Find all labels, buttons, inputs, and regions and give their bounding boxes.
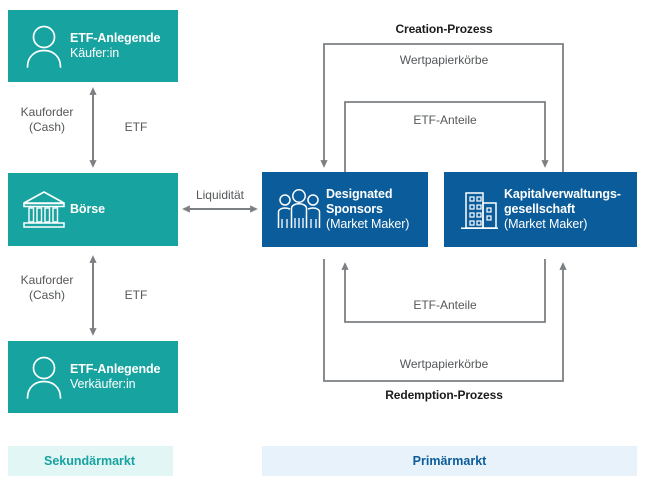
person-icon (18, 24, 70, 68)
edge-label-liquiditaet: Liquidität (195, 188, 245, 202)
node-label-group: Designated Sponsors (Market Maker) (326, 187, 409, 231)
node-title-line1: Kapitalverwaltungs- (504, 187, 621, 202)
people-group-icon (272, 188, 326, 232)
chip-sekundaermarkt: Sekundärmarkt (8, 446, 173, 476)
edge-label-etf-buy: ETF (124, 120, 148, 134)
arrow-creation-wertpapierkoerbe (320, 43, 564, 172)
node-subtitle: (Market Maker) (504, 216, 588, 231)
node-title-line2: gesellschaft (504, 202, 576, 217)
edge-label-redemption-wertpapierkoerbe: Wertpapierkörbe (399, 357, 489, 371)
node-kapitalverwaltungsgesellschaft[interactable]: Kapitalverwaltungs- gesellschaft (Market… (444, 172, 637, 247)
node-designated-sponsors[interactable]: Designated Sponsors (Market Maker) (262, 172, 428, 247)
node-subtitle: Käufer:in (70, 46, 120, 60)
chip-primaermarkt: Primärmarkt (262, 446, 637, 476)
edge-label-kauforder-cash-buy: Kauforder (Cash) (20, 105, 74, 134)
edge-label-kauforder-cash-sell: Kauforder (Cash) (20, 273, 74, 302)
node-label-group: ETF-Anlegende Verkäufer:in (70, 362, 160, 392)
node-subtitle: Verkäufer:in (70, 377, 136, 391)
node-title-line1: Designated (326, 187, 393, 202)
node-label-group: Kapitalverwaltungs- gesellschaft (Market… (504, 187, 621, 231)
edge-label-creation-etf-anteile: ETF-Anteile (413, 113, 477, 127)
node-title: Börse (70, 202, 105, 217)
node-label-group: Börse (70, 202, 105, 217)
arrow-redemption-wertpapierkoerbe (323, 259, 567, 382)
node-boerse[interactable]: Börse (8, 173, 178, 246)
title-creation-prozess: Creation-Prozess (395, 22, 493, 36)
bank-icon (18, 189, 70, 231)
node-etf-investor-buyer[interactable]: ETF-Anlegende Käufer:in (8, 10, 178, 82)
edge-label-creation-wertpapierkoerbe: Wertpapierkörbe (399, 53, 489, 67)
node-label-group: ETF-Anlegende Käufer:in (70, 31, 160, 61)
node-etf-investor-seller[interactable]: ETF-Anlegende Verkäufer:in (8, 341, 178, 413)
arrow-redemption-etf-anteile (341, 259, 546, 323)
arrow-creation-etf-anteile (344, 101, 549, 172)
node-title: ETF-Anlegende (70, 31, 161, 46)
title-redemption-prozess: Redemption-Prozess (385, 388, 503, 402)
node-title-line2: Sponsors (326, 202, 383, 217)
edge-label-etf-sell: ETF (124, 288, 148, 302)
edge-label-redemption-etf-anteile: ETF-Anteile (413, 298, 477, 312)
person-icon (18, 355, 70, 399)
node-subtitle: (Market Maker) (326, 216, 410, 231)
office-building-icon (452, 188, 504, 232)
node-title: ETF-Anlegende (70, 362, 161, 377)
